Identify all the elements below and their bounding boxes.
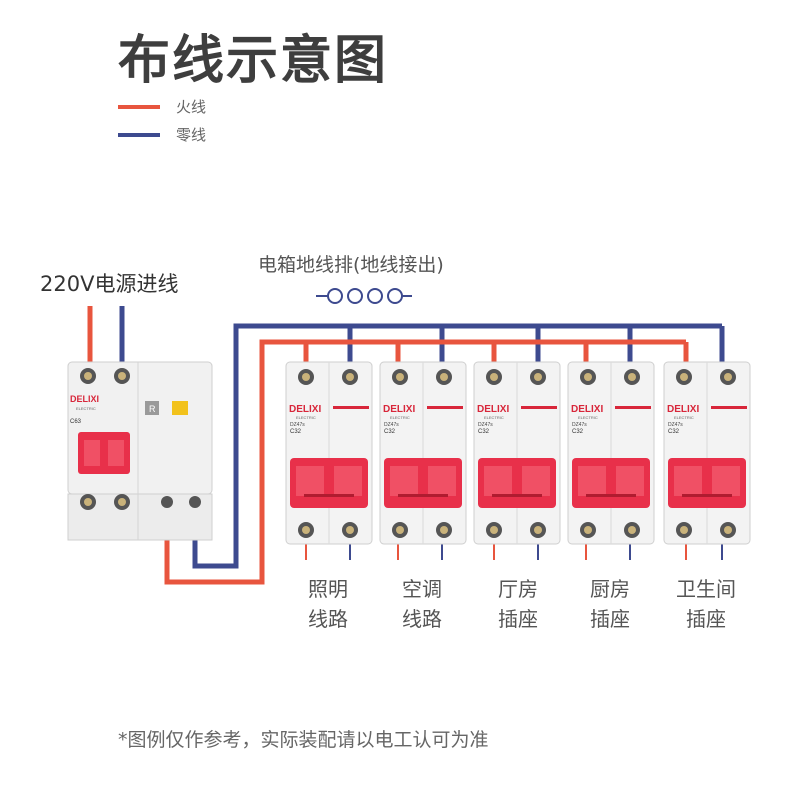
circuit-label-bathroom: 卫生间插座 [676,577,736,631]
branch-model-2: C32 [384,429,396,435]
branch-model-1: DZ47s [290,422,305,428]
main-breaker: DELIXI ELECTRIC C63 R [67,361,213,541]
ground-bar [316,288,412,304]
branch-breakers: DELIXIELECTRICDZ47sC32DELIXIELECTRICDZ47… [285,361,751,545]
power-in-label: 220V电源进线 [40,272,179,296]
branch-brand: DELIXI [289,404,321,415]
branch-brand: DELIXI [667,404,699,415]
branch-sub: ELECTRIC [390,415,410,420]
branch-brand: DELIXI [477,404,509,415]
branch-model-1: DZ47s [572,422,587,428]
branch-sub: ELECTRIC [578,415,598,420]
page-title: 布线示意图 [118,31,389,91]
main-model: C63 [70,419,82,425]
branch-sub: ELECTRIC [674,415,694,420]
legend-neutral: 零线 [118,124,206,145]
footnote: *图例仅作参考，实际装配请以电工认可为准 [118,729,489,751]
circuit-label-ac: 空调线路 [402,577,442,631]
branch-model-2: C32 [478,429,490,435]
branch-brand: DELIXI [383,404,415,415]
branch-sub: ELECTRIC [296,415,316,420]
main-brand: DELIXI [70,394,99,404]
live-wire-swatch [118,104,160,109]
neutral-bus [192,323,722,569]
branch-model-1: DZ47s [384,422,399,428]
main-sub: ELECTRIC [76,406,96,411]
branch-model-2: C32 [572,429,584,435]
branch-model-2: C32 [668,429,680,435]
legend-neutral-label: 零线 [176,126,207,144]
branch-model-2: C32 [290,429,302,435]
circuit-label-lighting: 照明线路 [308,577,348,631]
neutral-wire-swatch [118,132,160,137]
test-button-label: R [149,404,156,414]
branch-brand: DELIXI [571,404,603,415]
legend-live: 火线 [118,96,206,117]
branch-sub: ELECTRIC [484,415,504,420]
branch-model-1: DZ47s [478,422,493,428]
branch-model-1: DZ47s [668,422,683,428]
legend-live-label: 火线 [176,98,207,116]
ground-bar-label: 电箱地线排(地线接出) [258,254,444,276]
circuit-label-living-room: 厅房插座 [498,577,538,631]
live-bus [164,339,686,585]
circuit-label-kitchen: 厨房插座 [590,577,630,631]
